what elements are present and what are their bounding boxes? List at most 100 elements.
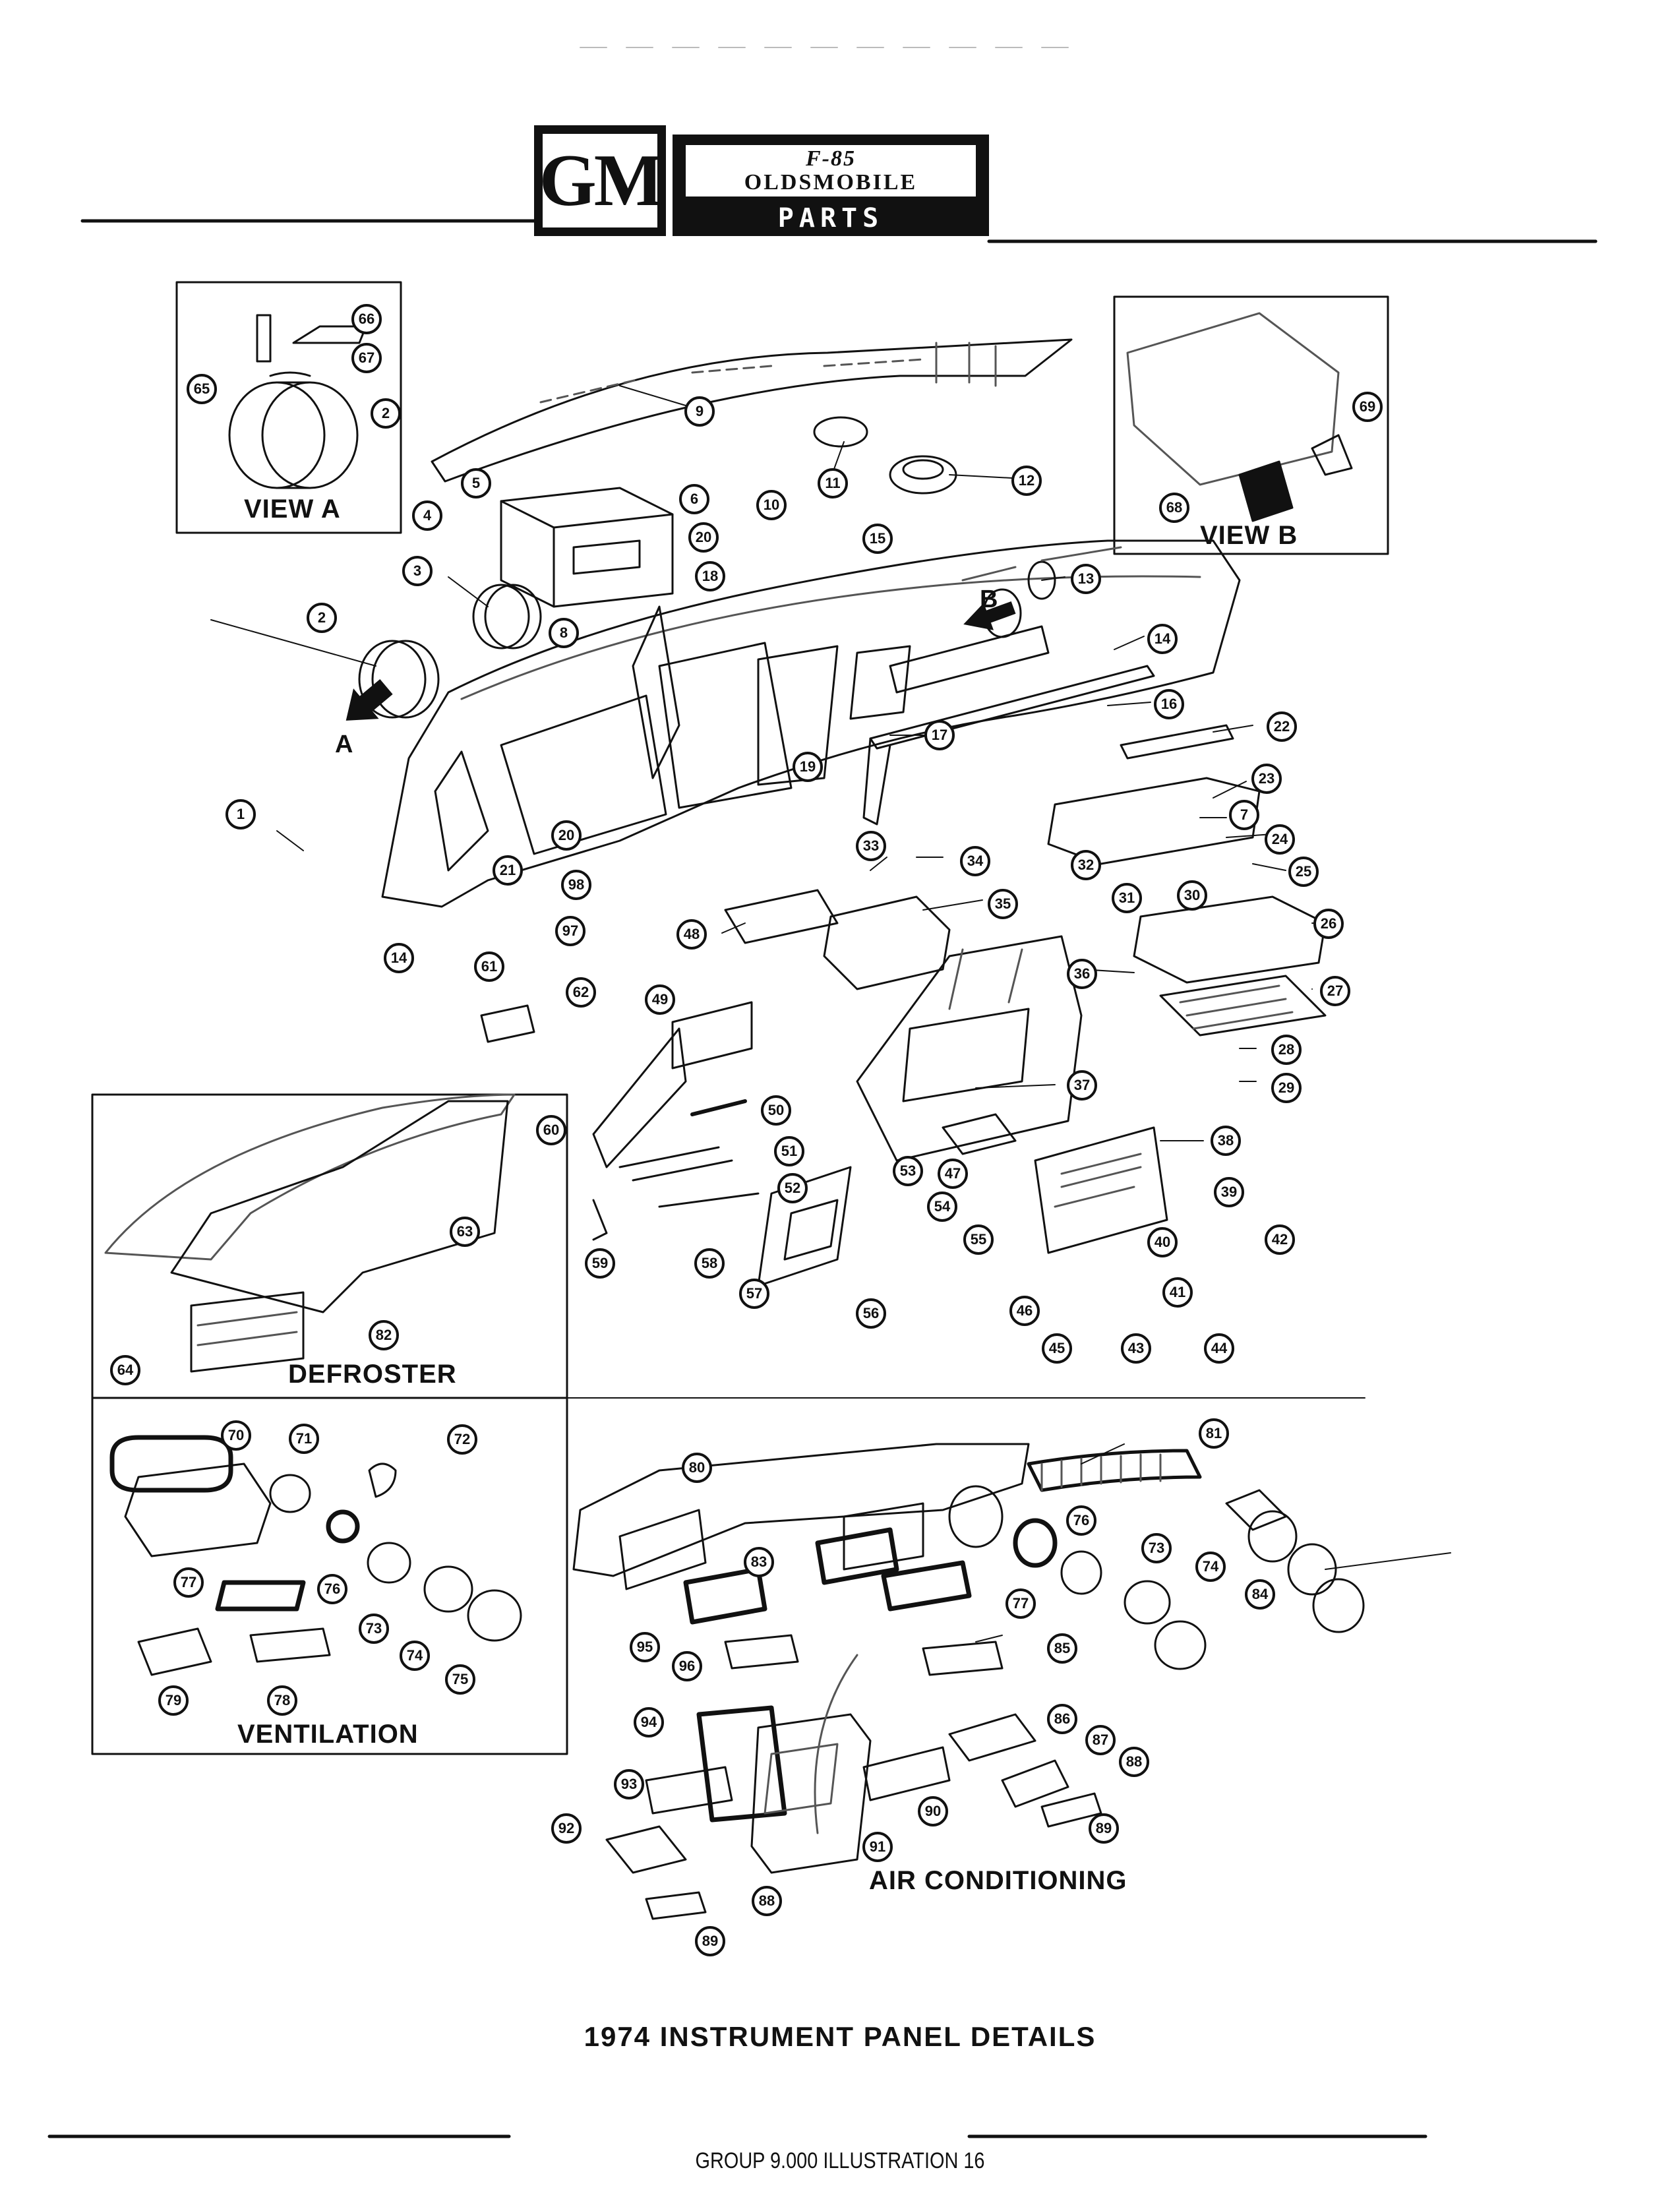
callout-71: 71: [289, 1424, 319, 1454]
callout-7: 7: [1229, 800, 1259, 830]
callout-6: 6: [679, 484, 709, 514]
view-b-frame: [1113, 295, 1389, 555]
callout-77: 77: [173, 1567, 204, 1598]
callout-75: 75: [445, 1664, 475, 1695]
ventilation-parts: [109, 1435, 522, 1676]
callout-19: 19: [793, 752, 823, 782]
callout-83: 83: [744, 1547, 774, 1577]
ash-tray: [1159, 975, 1327, 1037]
console-36: [856, 935, 1083, 1162]
callout-55: 55: [963, 1224, 994, 1255]
callout-25: 25: [1288, 857, 1319, 887]
callout-89: 89: [695, 1926, 725, 1956]
callout-49: 49: [645, 984, 675, 1015]
brand-name: OLDSMOBILE: [744, 170, 918, 195]
air-conditioning-label: AIR CONDITIONING: [869, 1866, 1127, 1895]
control-48: [724, 889, 839, 944]
callout-27: 27: [1320, 976, 1350, 1006]
view-b-label: VIEW B: [1200, 521, 1298, 550]
view-a-label: VIEW A: [244, 495, 341, 524]
callout-47: 47: [938, 1159, 968, 1189]
model-logo: F-85: [806, 146, 856, 171]
callout-73: 73: [1141, 1533, 1172, 1563]
callout-28: 28: [1271, 1035, 1302, 1065]
callout-9: 9: [684, 396, 715, 427]
callout-46: 46: [1009, 1296, 1040, 1326]
speaker-grille: [813, 416, 868, 448]
cluster-opening: [500, 694, 667, 855]
callout-44: 44: [1204, 1333, 1234, 1364]
callout-63: 63: [450, 1217, 480, 1247]
callout-90: 90: [918, 1796, 948, 1826]
trim-22: [1120, 724, 1234, 760]
callout-92: 92: [551, 1813, 582, 1844]
callout-53: 53: [893, 1156, 923, 1186]
callout-96: 96: [672, 1651, 702, 1681]
callout-22: 22: [1267, 711, 1297, 742]
callout-30: 30: [1177, 880, 1207, 911]
defroster-frame: [91, 1093, 568, 1399]
callout-51: 51: [774, 1136, 804, 1166]
callout-31: 31: [1112, 883, 1142, 913]
view-a-frame: [175, 281, 402, 534]
callout-32: 32: [1071, 850, 1101, 880]
callout-79: 79: [158, 1685, 189, 1716]
view-b-bracket: [1126, 312, 1353, 522]
callout-88: 88: [752, 1886, 782, 1916]
defroster-duct: [104, 1093, 516, 1373]
gauge-3: [472, 584, 530, 649]
callout-10: 10: [756, 490, 787, 520]
callout-54: 54: [927, 1192, 957, 1222]
callout-85: 85: [1047, 1633, 1077, 1664]
arrow-a-label: A: [335, 731, 353, 758]
callout-61: 61: [474, 951, 504, 982]
callout-48: 48: [676, 919, 707, 950]
view-b-arrow-icon: [963, 601, 1016, 630]
callout-86: 86: [1047, 1704, 1077, 1734]
callout-84: 84: [1245, 1579, 1275, 1610]
brand-logo-top: F-85 OLDSMOBILE: [686, 145, 976, 196]
callout-58: 58: [694, 1248, 725, 1279]
callout-78: 78: [267, 1685, 297, 1716]
callout-4: 4: [412, 500, 442, 531]
callout-60: 60: [536, 1115, 566, 1145]
gm-logo-text: GM: [539, 134, 663, 227]
callout-50: 50: [761, 1095, 791, 1126]
callout-64: 64: [110, 1355, 140, 1385]
cluster-bezel-38: [1034, 1126, 1168, 1254]
callout-62: 62: [566, 977, 596, 1008]
callout-77: 77: [1005, 1588, 1036, 1619]
center-duct: [632, 605, 680, 779]
callout-20: 20: [688, 522, 719, 553]
radio: [500, 487, 674, 608]
ash-tray-housing: [1133, 895, 1327, 984]
callout-15: 15: [862, 524, 893, 554]
callout-11: 11: [818, 468, 848, 498]
callout-73: 73: [359, 1614, 389, 1644]
view-a-arrow-icon: [345, 679, 393, 721]
gauge-2: [358, 640, 427, 719]
callout-66: 66: [351, 304, 382, 334]
instrument-panel: [381, 539, 1241, 908]
callout-43: 43: [1121, 1333, 1151, 1364]
callout-57: 57: [739, 1279, 769, 1309]
ac-lower-assembly: [605, 1654, 1102, 1920]
callout-97: 97: [555, 916, 585, 946]
heater-control: [823, 895, 951, 990]
callout-76: 76: [1066, 1505, 1096, 1536]
callout-52: 52: [777, 1173, 808, 1203]
defroster-label: DEFROSTER: [288, 1360, 457, 1389]
callout-3: 3: [402, 556, 433, 586]
callout-12: 12: [1011, 466, 1042, 496]
callout-74: 74: [400, 1641, 430, 1671]
callout-2: 2: [371, 398, 401, 429]
callout-38: 38: [1211, 1126, 1241, 1156]
catalogue-title: PARTS CATALOGUE: [735, 203, 926, 264]
arrow-b-label: B: [980, 586, 998, 613]
view-a-blower-motor: [228, 314, 367, 489]
callout-39: 39: [1214, 1177, 1244, 1207]
callout-42: 42: [1265, 1224, 1295, 1255]
brand-logo: F-85 OLDSMOBILE PARTS CATALOGUE: [673, 135, 989, 264]
gm-logo: GM: [534, 125, 666, 236]
